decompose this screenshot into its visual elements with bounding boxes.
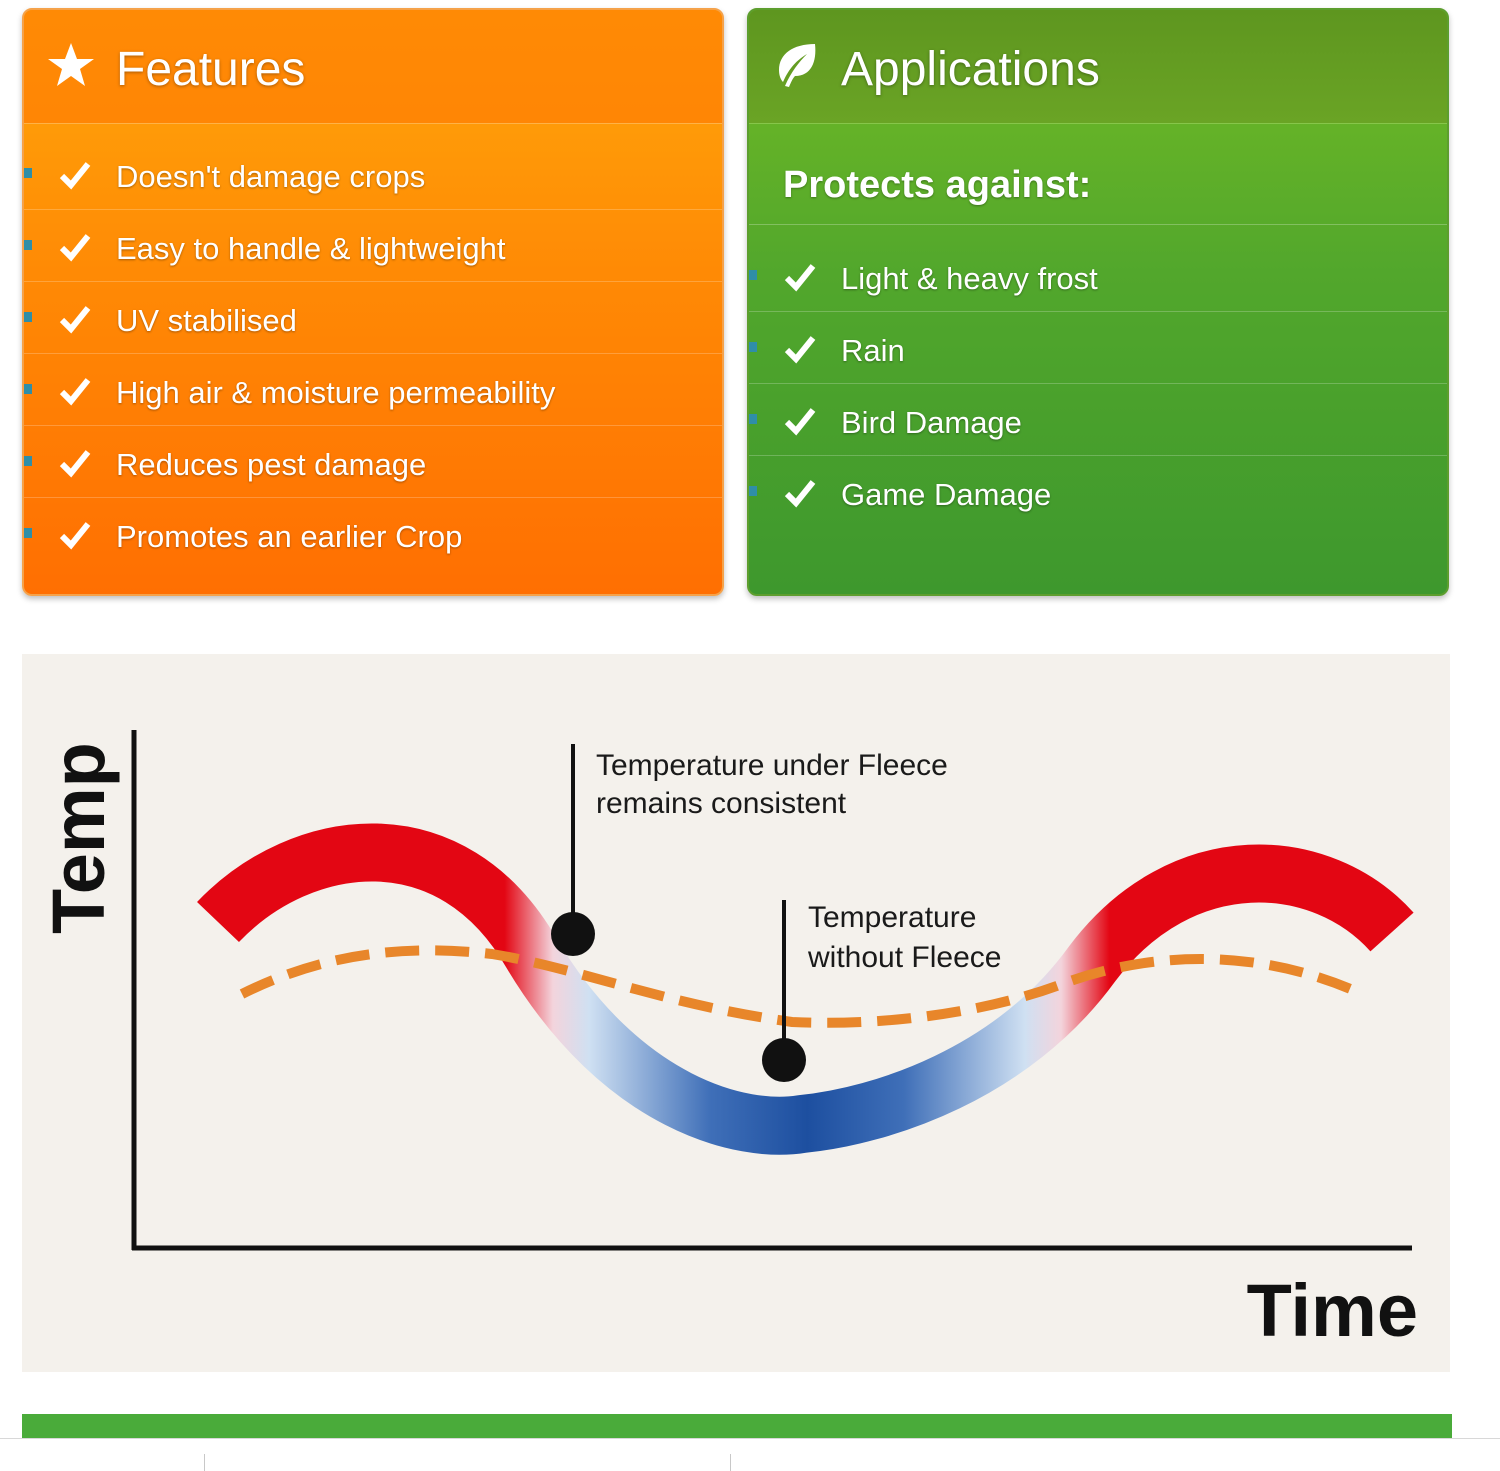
protects-against-heading: Protects against: — [783, 164, 1092, 206]
divider — [749, 224, 1447, 225]
list-item: Light & heavy frost — [749, 240, 1447, 312]
checkmark-icon — [59, 234, 91, 262]
list-item: Rain — [749, 312, 1447, 384]
bullet-marker — [24, 168, 32, 178]
no-fleece-callout-label-line1: Temperature — [808, 901, 976, 934]
feature-label: Promotes an earlier Crop — [116, 519, 463, 554]
leaf-icon — [779, 44, 816, 87]
bullet-marker — [749, 486, 757, 496]
checkmark-icon — [59, 162, 91, 190]
fleece-callout-label-line2: remains consistent — [596, 787, 847, 820]
temperature-under-fleece-curve — [239, 945, 1365, 1028]
application-label: Rain — [841, 333, 905, 368]
applications-header: Applications — [749, 10, 1447, 124]
feature-label: UV stabilised — [116, 303, 297, 338]
checkmark-icon — [59, 450, 91, 478]
temperature-diagram: Temperature under Fleece remains consist… — [22, 654, 1450, 1372]
bullet-marker — [749, 414, 757, 424]
checkmark-icon — [59, 378, 91, 406]
checkmark-icon — [784, 408, 816, 436]
star-icon — [48, 43, 94, 86]
checkmark-icon — [784, 336, 816, 364]
footer-divider — [0, 1438, 1500, 1439]
feature-label: Reduces pest damage — [116, 447, 427, 482]
list-item: Reduces pest damage — [24, 426, 722, 498]
bullet-marker — [24, 312, 32, 322]
feature-label: High air & moisture permeability — [116, 375, 556, 410]
fleece-callout-label-line1: Temperature under Fleece — [596, 749, 948, 782]
bullet-marker — [24, 240, 32, 250]
applications-panel: Applications Protects against: Light & h… — [747, 8, 1449, 596]
temperature-without-fleece-curve — [197, 823, 1414, 1155]
list-item: Easy to handle & lightweight — [24, 210, 722, 282]
bullet-marker — [24, 384, 32, 394]
no-fleece-callout-label-line2: without Fleece — [807, 941, 1001, 974]
no-fleece-callout-dot — [762, 1038, 806, 1082]
bullet-marker — [24, 528, 32, 538]
application-label: Light & heavy frost — [841, 261, 1098, 296]
list-item: Promotes an earlier Crop — [24, 498, 722, 570]
bullet-marker — [24, 456, 32, 466]
footer-accent-bar — [22, 1414, 1452, 1438]
list-item: Game Damage — [749, 456, 1447, 528]
footer-separator — [204, 1454, 205, 1471]
temperature-diagram-svg: Temperature under Fleece remains consist… — [37, 730, 1418, 1352]
list-item: Doesn't damage crops — [24, 138, 722, 210]
y-axis-label: Temp — [37, 742, 120, 934]
features-panel: Features Doesn't damage crops Easy to ha… — [22, 8, 724, 596]
checkmark-icon — [784, 480, 816, 508]
fleece-callout-dot — [551, 912, 595, 956]
list-item: UV stabilised — [24, 282, 722, 354]
applications-title: Applications — [841, 43, 1100, 96]
bullet-marker — [749, 270, 757, 280]
application-label: Game Damage — [841, 477, 1052, 512]
feature-label: Doesn't damage crops — [116, 159, 426, 194]
applications-list: Light & heavy frost Rain Bird Damage Gam… — [749, 240, 1447, 528]
footer-separator — [730, 1454, 731, 1471]
bullet-marker — [749, 342, 757, 352]
features-title: Features — [116, 43, 306, 96]
list-item: Bird Damage — [749, 384, 1447, 456]
features-list: Doesn't damage crops Easy to handle & li… — [24, 138, 722, 570]
checkmark-icon — [784, 264, 816, 292]
feature-label: Easy to handle & lightweight — [116, 231, 506, 266]
checkmark-icon — [59, 306, 91, 334]
features-header: Features — [24, 10, 722, 124]
checkmark-icon — [59, 522, 91, 550]
x-axis-label: Time — [1247, 1269, 1418, 1352]
application-label: Bird Damage — [841, 405, 1022, 440]
list-item: High air & moisture permeability — [24, 354, 722, 426]
